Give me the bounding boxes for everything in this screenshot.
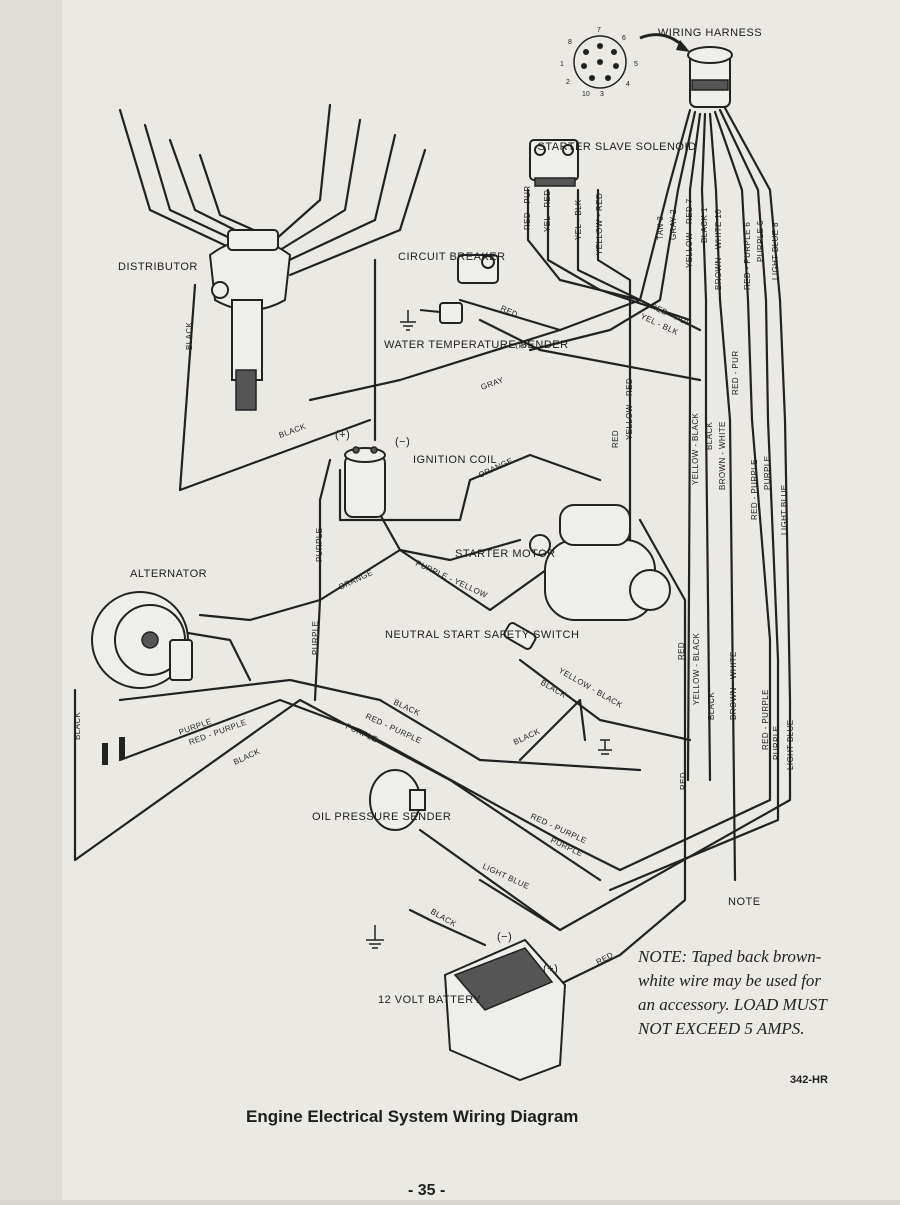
svg-text:2: 2 [566,79,570,86]
svg-text:LIGHT BLUE 8: LIGHT BLUE 8 [771,222,780,280]
starter-motor-label: STARTER MOTOR [455,548,556,560]
oil-pressure-sender-label: OIL PRESSURE SENDER [312,811,451,823]
wiring-harness-connector [687,46,733,108]
svg-text:10: 10 [582,91,590,98]
water-temperature-sender [419,302,463,324]
svg-text:TAN 3: TAN 3 [656,216,665,240]
svg-text:RED - PURPLE: RED - PURPLE [761,689,770,750]
svg-text:RED: RED [677,642,686,660]
distributor-label: DISTRIBUTOR [118,261,198,273]
diagram-title: Engine Electrical System Wiring Diagram [246,1107,578,1126]
svg-text:RED - PURPLE: RED - PURPLE [750,459,759,520]
svg-text:PURPLE: PURPLE [311,621,320,655]
svg-text:8: 8 [568,39,572,46]
svg-text:BLACK: BLACK [185,322,194,350]
svg-text:PURPLE: PURPLE [763,456,772,490]
svg-text:BLACK: BLACK [707,692,716,720]
svg-text:YELLOW - RED: YELLOW - RED [595,193,604,255]
svg-text:1: 1 [560,61,564,68]
svg-text:YELLOW - BLACK: YELLOW - BLACK [692,632,701,705]
neutral-start-safety-switch-label: NEUTRAL START SAFETY SWITCH [385,629,579,641]
oil-pressure-sender [369,769,426,831]
harness-pin-diagram [573,33,690,89]
svg-text:3: 3 [600,91,604,98]
svg-text:BLACK: BLACK [705,422,714,450]
svg-text:6: 6 [622,35,626,42]
svg-text:PURPLE: PURPLE [772,726,781,760]
svg-text:BROWN - WHITE 10: BROWN - WHITE 10 [714,209,723,290]
distributor [208,229,292,411]
harness-wire-bundle [308,106,792,932]
alternator [91,591,193,689]
starter-slave-solenoid [529,139,579,187]
ignition-coil [344,446,386,518]
harness-pin-numbers: 7 8 6 1 5 2 4 10 3 [560,27,638,98]
svg-text:5: 5 [634,61,638,68]
wiring-harness-label: WIRING HARNESS [658,27,762,39]
battery [443,938,567,1082]
svg-text:YEL - RED: YEL - RED [543,190,552,232]
harness-wire-labels: TAN 3 GRAY 2 YELLOW - RED 7 BLACK 1 BROW… [656,198,780,290]
svg-text:RED - PURPLE 6: RED - PURPLE 6 [743,222,752,290]
spark-plug-leads [118,103,427,277]
svg-text:YELLOW - BLACK: YELLOW - BLACK [691,412,700,485]
battery-label: 12 VOLT BATTERY [378,994,481,1006]
page-binding-shadow [0,0,62,1200]
coil-plus-label: (+) [335,429,350,441]
circuit-breaker [457,254,499,284]
svg-text:BLACK 1: BLACK 1 [700,207,709,243]
main-wiring [73,258,702,992]
svg-text:an accessory. LOAD MUST: an accessory. LOAD MUST [638,995,828,1014]
svg-text:4: 4 [626,81,630,88]
svg-text:RED: RED [611,430,620,448]
svg-text:YEL - BLK: YEL - BLK [574,199,583,240]
circuit-breaker-label: CIRCUIT BREAKER [398,251,506,263]
svg-text:BROWN - WHITE: BROWN - WHITE [729,651,738,720]
svg-text:RED: RED [679,772,688,790]
svg-text:PURPLE: PURPLE [315,528,324,562]
svg-text:NOT EXCEED 5 AMPS.: NOT EXCEED 5 AMPS. [637,1019,805,1038]
svg-text:BROWN - WHITE: BROWN - WHITE [718,421,727,490]
figure-code: 342-HR [790,1074,828,1086]
svg-text:white wire may be used for: white wire may be used for [638,971,821,990]
solenoid-wire-labels: RED - PUR YEL - RED YEL - BLK YELLOW - R… [523,186,604,256]
alternator-label: ALTERNATOR [130,568,207,580]
svg-text:NOTE: Taped back brown-: NOTE: Taped back brown- [637,947,822,966]
starter-motor [529,504,671,621]
wire-terminals [102,737,125,765]
svg-text:YELLOW - RED 7: YELLOW - RED 7 [685,198,694,268]
ignition-coil-label: IGNITION COIL [413,454,497,466]
solenoid-wire-bundle [526,188,702,542]
svg-text:LIGHT BLUE: LIGHT BLUE [780,484,789,535]
battery-minus-label: (−) [497,931,512,943]
svg-text:RED - PUR: RED - PUR [731,351,740,396]
svg-text:GRAY 2: GRAY 2 [669,209,678,240]
svg-text:RED - PUR: RED - PUR [523,186,532,231]
svg-text:YELLOW - RED: YELLOW - RED [625,378,634,440]
svg-text:BLACK: BLACK [73,712,82,740]
coil-minus-label: (−) [395,436,410,448]
page-number: - 35 - [408,1182,445,1199]
svg-text:LIGHT BLUE: LIGHT BLUE [786,719,795,770]
starter-slave-solenoid-label: STARTER SLAVE SOLENOID [538,141,697,153]
accessory-note: NOTE: Taped back brown- white wire may b… [637,947,828,1038]
water-temperature-sender-label: WATER TEMPERATURE SENDER [384,339,569,351]
svg-text:PURPLE 5: PURPLE 5 [756,220,765,262]
svg-text:7: 7 [597,27,601,34]
note-marker-label: NOTE [728,896,761,908]
ground-symbols [366,310,612,949]
neutral-start-safety-switch [503,622,537,650]
battery-plus-label: (+) [543,963,558,975]
